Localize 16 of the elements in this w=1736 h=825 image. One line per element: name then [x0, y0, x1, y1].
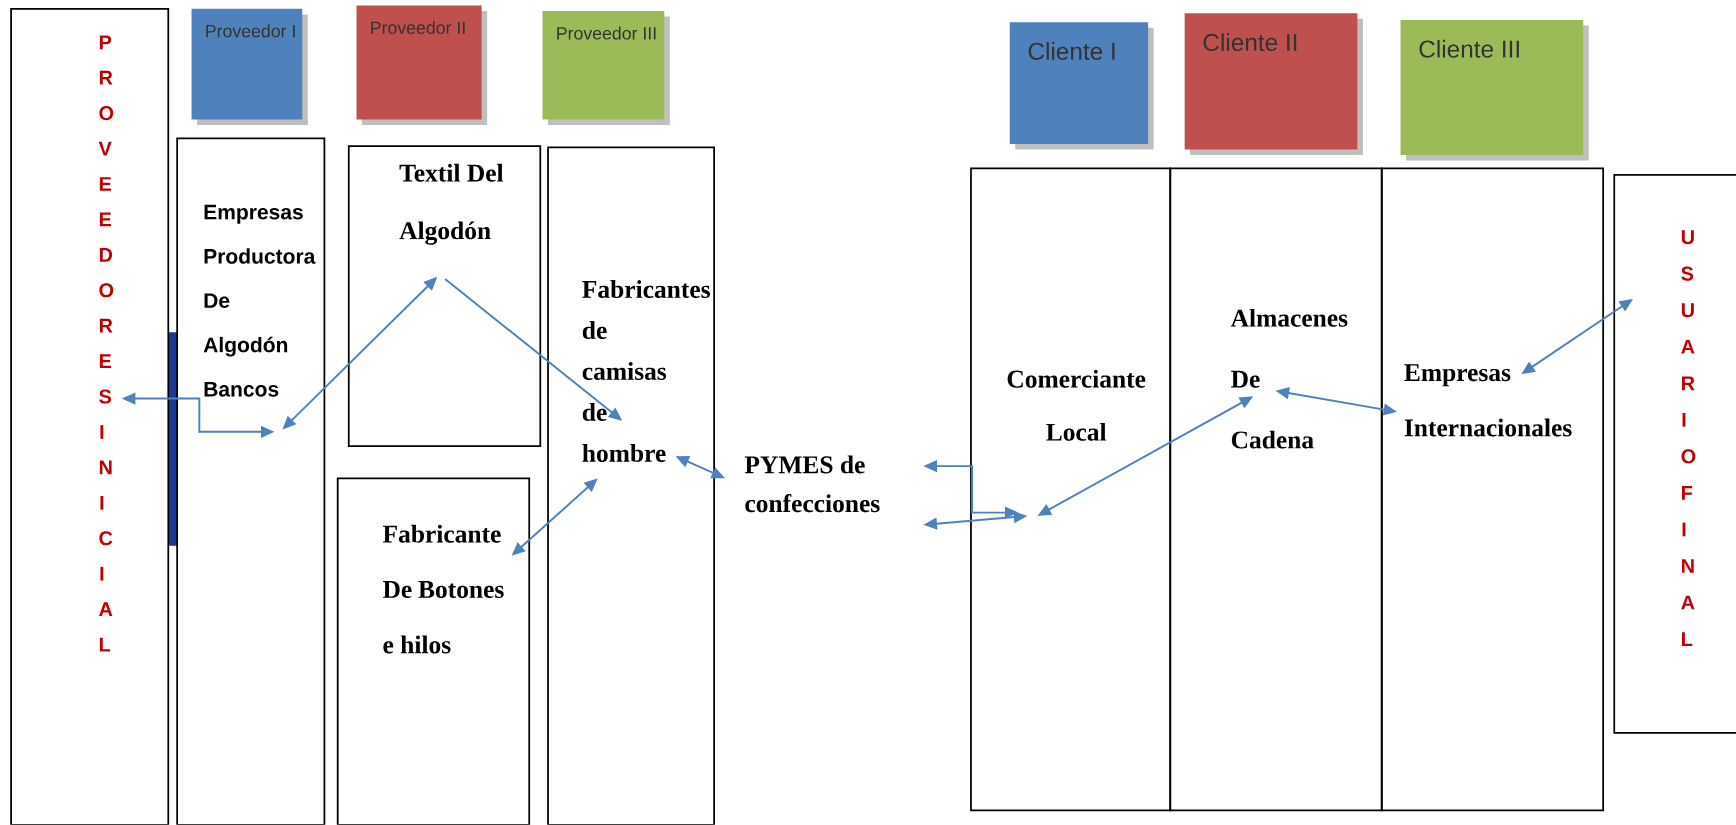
column-box: Textil Del Algodón: [347, 145, 542, 448]
label-square: Proveedor I: [191, 8, 308, 126]
node-text: PYMES de confecciones: [744, 455, 880, 513]
vertical-text-box: U S U A R I O F I N A L: [1613, 174, 1736, 734]
label-square: Proveedor III: [542, 11, 670, 126]
vertical-text-box: P R O V E E D O R E S I N I C I A L: [10, 8, 170, 825]
column-box: Almacenes De Cadena: [1169, 167, 1383, 812]
label-square: Cliente III: [1400, 20, 1589, 161]
column-box: Fabricante De Botones e hilos: [336, 477, 531, 825]
label-square: Proveedor II: [356, 5, 488, 126]
column-box: Empresas Productora De Algodón Bancos: [176, 137, 326, 825]
column-box: Empresas Internacionales: [1380, 167, 1605, 812]
label-square: Cliente I: [1009, 22, 1154, 150]
label-square: Cliente II: [1184, 13, 1363, 156]
column-box: Comerciante Local: [970, 167, 1172, 812]
column-box: Fabricantes de camisas de hombre: [547, 146, 715, 825]
